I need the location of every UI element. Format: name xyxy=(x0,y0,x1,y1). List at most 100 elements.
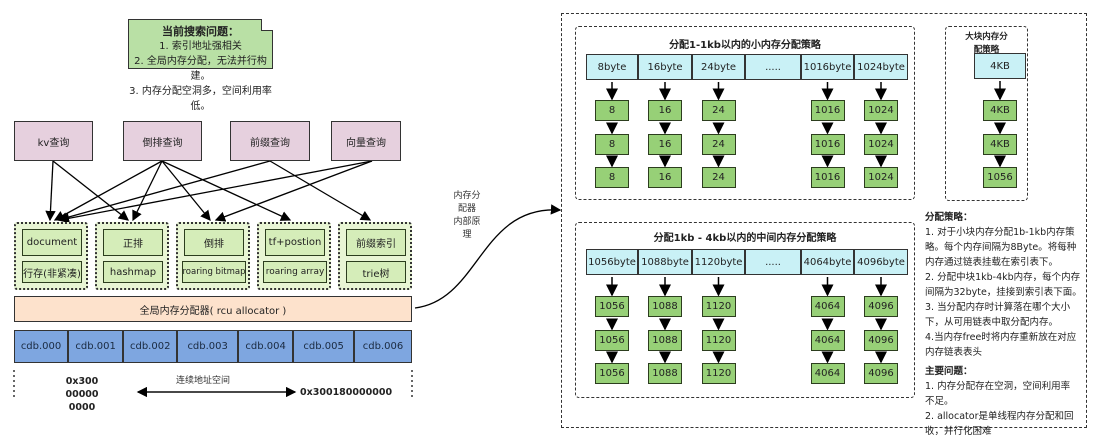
label-line: 配器 xyxy=(457,204,476,214)
search-problems-note: 当前搜索问题： 1. 索引地址强相关 2. 全局内存分配，无法并行构建。 3. … xyxy=(128,19,273,112)
large-alloc-title: 大块内存分 配策略 xyxy=(946,31,1027,57)
memory-block: 1024 xyxy=(864,134,898,155)
edge-inv-document xyxy=(53,160,163,221)
large-alloc-header: 4KB xyxy=(974,53,1026,79)
memory-block: 16 xyxy=(648,100,682,121)
size-class-header: 16byte xyxy=(638,54,693,80)
strategy-line: 内存链表表头 xyxy=(925,347,983,358)
allocator-label: 全局内存分配器( rcu allocator ) xyxy=(139,305,287,317)
label-line: 内存分 xyxy=(453,191,481,201)
note-line: 2. 全局内存分配，无法并行构建。 xyxy=(134,56,267,82)
memory-block: 4096 xyxy=(864,363,898,384)
memory-block: 1088 xyxy=(648,363,682,384)
size-class-header: 24byte xyxy=(692,54,746,80)
index-bottom: trie树 xyxy=(346,261,406,283)
index-group-inverted: 倒排 roaring bitmap xyxy=(176,222,250,290)
query-vector: 向量查询 xyxy=(331,121,401,161)
index-top: 前缀索引 xyxy=(346,229,406,256)
problems-line: 1. 内存分配存在空洞，空间利用率 xyxy=(925,381,1071,392)
cdb-row: cdb.000 cdb.001 cdb.002 cdb.003 cdb.004 … xyxy=(14,330,412,363)
size-class-header: ..... xyxy=(745,249,801,275)
memory-block: 4064 xyxy=(810,363,845,384)
memory-block: 4096 xyxy=(864,296,898,317)
memory-block: 1120 xyxy=(701,363,736,384)
memory-block: 1024 xyxy=(864,100,898,121)
edge-inv-tf xyxy=(161,160,292,221)
cdb-block: cdb.002 xyxy=(123,330,178,363)
size-class-header: 8byte xyxy=(586,54,639,80)
memory-block: 1056 xyxy=(595,330,629,351)
cdb-block: cdb.000 xyxy=(14,330,69,363)
address-start: 0x300 00000 0000 xyxy=(60,375,104,414)
small-alloc-group: 分配1-1kb以内的小内存分配策略 xyxy=(575,26,915,200)
index-bottom: roaring bitmap xyxy=(182,261,246,283)
query-label: kv查询 xyxy=(37,137,70,149)
edge-prefix-document xyxy=(56,160,271,223)
memory-block: 1016 xyxy=(810,134,845,155)
small-alloc-title: 分配1-1kb以内的小内存分配策略 xyxy=(669,40,821,51)
index-group-forward: 正排 hashmap xyxy=(95,222,169,290)
mid-alloc-title: 分配1kb - 4kb以内的中间内存分配策略 xyxy=(653,233,837,244)
allocator-internals-label: 内存分 配器 内部原 理 xyxy=(445,190,489,242)
size-class-header: 1088byte xyxy=(638,249,693,275)
strategy-line: 内存通过链表挂载在索引表下。 xyxy=(925,257,1059,268)
index-bottom: hashmap xyxy=(103,261,163,283)
address-start-part: 0000 xyxy=(68,402,96,413)
memory-block: 24 xyxy=(701,167,736,188)
size-class-header: 4096byte xyxy=(854,249,908,275)
memory-block: 1088 xyxy=(648,330,682,351)
strategy-line: 1. 对于小块内存分配1b-1kb内存策 xyxy=(925,227,1075,238)
edge-vector-inverted xyxy=(214,160,373,222)
query-inverted: 倒排查询 xyxy=(123,121,202,161)
size-class-header: 1120byte xyxy=(692,249,746,275)
strategy-line: 3. 当分配内存时计算落在哪个大小 xyxy=(925,302,1071,313)
memory-block: 1056 xyxy=(983,167,1017,188)
query-kv: kv查询 xyxy=(14,121,93,161)
title-line: 大块内存分 xyxy=(965,32,1008,42)
memory-block: 1056 xyxy=(595,363,629,384)
size-class-header: 1024byte xyxy=(854,54,908,80)
edge-kv-document xyxy=(45,160,56,222)
cdb-block: cdb.003 xyxy=(177,330,239,363)
memory-block: 1016 xyxy=(810,167,845,188)
index-group-document: document 行存(非紧凑) xyxy=(14,222,88,290)
memory-block: 4096 xyxy=(864,330,898,351)
index-bottom: roaring array xyxy=(263,261,327,283)
memory-block: 1088 xyxy=(648,296,682,317)
index-group-tf: tf+postion roaring array xyxy=(257,222,331,290)
large-alloc-group: 大块内存分 配策略 xyxy=(945,26,1028,201)
memory-block: 1056 xyxy=(595,296,629,317)
problems-title: 主要问题： xyxy=(925,366,973,377)
memory-block: 1120 xyxy=(701,296,736,317)
index-top: 倒排 xyxy=(184,229,244,256)
query-label: 向量查询 xyxy=(346,137,386,149)
strategy-line: 2. 分配中块1kb-4kb内存，每个内存 xyxy=(925,272,1081,283)
memory-block: 24 xyxy=(701,134,736,155)
address-end: 0x300180000000 xyxy=(300,387,393,398)
strategy-line: 略。每个内存间隔为8Byte。将每种 xyxy=(925,242,1077,253)
memory-block: 1024 xyxy=(864,167,898,188)
strategy-line: 下，从可用链表中取分配内存。 xyxy=(925,317,1059,328)
index-bottom: 行存(非紧凑) xyxy=(22,261,82,283)
memory-block: 1016 xyxy=(810,100,845,121)
label-line: 理 xyxy=(462,230,472,240)
problems-line: 收，并行化困难 xyxy=(925,426,992,437)
cdb-block: cdb.004 xyxy=(238,330,294,363)
memory-block: 16 xyxy=(648,167,682,188)
memory-block: 16 xyxy=(648,134,682,155)
mid-alloc-group: 分配1kb - 4kb以内的中间内存分配策略 xyxy=(575,222,915,398)
memory-block: 1120 xyxy=(701,330,736,351)
note-line: 3. 内存分配空洞多，空间利用率低。 xyxy=(129,86,272,112)
cdb-block: cdb.001 xyxy=(68,330,124,363)
note-title: 当前搜索问题： xyxy=(162,25,239,38)
problems-line: 不足。 xyxy=(925,396,954,407)
strategy-line: 4.当内存free时将内存重新放在对应 xyxy=(925,332,1077,343)
query-label: 倒排查询 xyxy=(142,137,183,149)
index-top: 正排 xyxy=(103,229,163,256)
strategy-line: 间隔为32byte，挂接到索引表下面。 xyxy=(925,287,1082,298)
memory-block: 4KB xyxy=(983,100,1017,121)
edge-prefix-trie xyxy=(269,160,372,221)
memory-block: 4064 xyxy=(810,296,845,317)
